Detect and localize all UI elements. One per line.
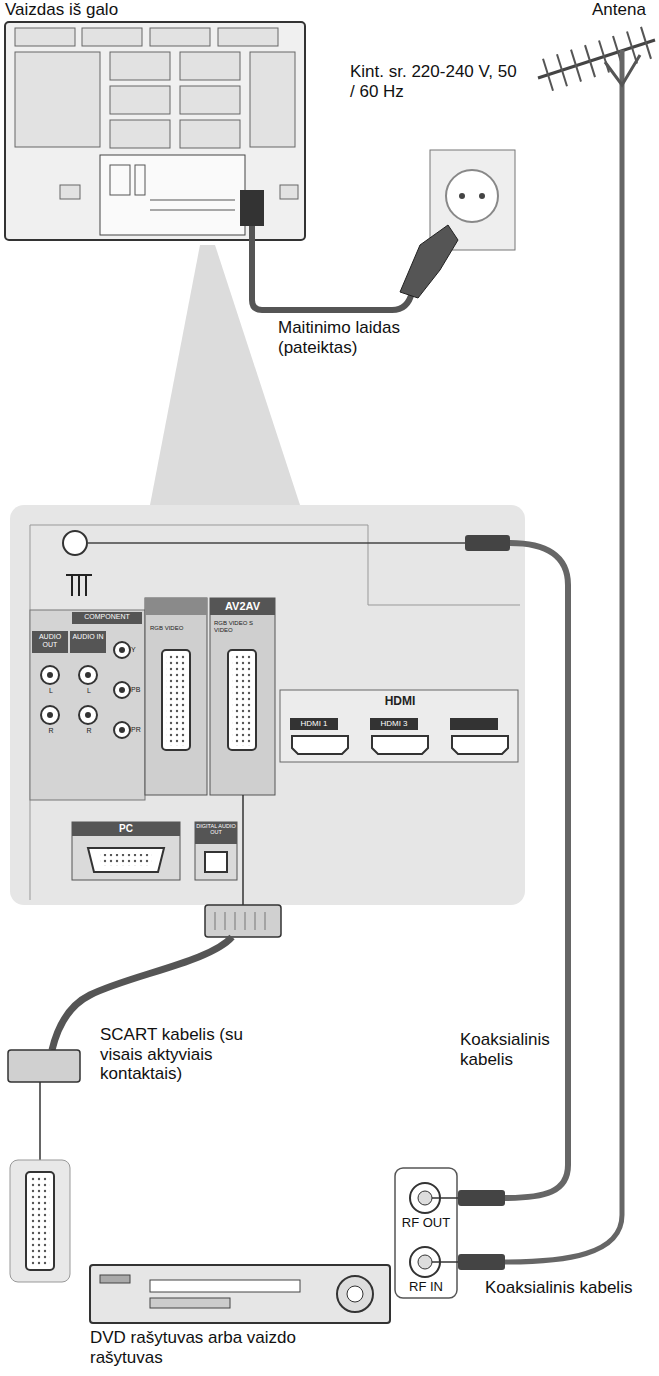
coax-plug (458, 1254, 505, 1270)
pin-label: PR (131, 726, 144, 734)
antenna-socket (63, 531, 87, 555)
scart-socket (162, 650, 190, 750)
scart-callout (10, 1160, 70, 1282)
power-inlet (240, 190, 264, 226)
scart-plug (205, 905, 281, 937)
pin-label: R (84, 727, 94, 735)
terminal-panel (10, 505, 525, 905)
tv-back (5, 22, 305, 240)
port-label: PC (72, 823, 180, 835)
cable-label: Koaksialinis kabelis (485, 1278, 657, 1298)
coax-plug (465, 535, 510, 551)
zoom-wedge (150, 245, 300, 505)
scart-plug (8, 1050, 80, 1082)
cord-label: Maitinimo laidas (pateiktas) (278, 318, 448, 357)
antenna-element (543, 59, 553, 91)
vga-socket (88, 848, 164, 872)
cable-label: SCART kabelis (su visais aktyviais konta… (100, 1025, 290, 1084)
view-title: Vaizdas iš galo (5, 0, 225, 20)
port-label: AUDIO IN (70, 633, 106, 641)
antenna-element (627, 31, 637, 63)
antenna-mast (620, 50, 625, 1215)
antenna-symbol (66, 575, 92, 596)
dvd-recorder (90, 1265, 390, 1323)
cable-label: Koaksialinis kabelis (460, 1030, 564, 1069)
pin-label: L (84, 687, 94, 695)
pin-label: PB (131, 686, 144, 694)
coax-plug (458, 1190, 505, 1206)
hdmi-block (280, 690, 518, 762)
port-label: AUDIO OUT (32, 633, 68, 649)
port-label: RGB VIDEO S VIDEO (214, 620, 264, 634)
port-label: COMPONENT (72, 613, 142, 621)
port-label: DIGITAL AUDIO OUT (196, 823, 236, 836)
scart-socket (228, 650, 256, 750)
optical-socket (205, 852, 227, 872)
port-label: AV2AV (210, 600, 275, 613)
rf-terminal-box (395, 1168, 457, 1298)
port-label: HDMI 1 (290, 719, 338, 728)
pin-label: Y (131, 646, 144, 654)
antenna-element (571, 50, 581, 82)
antenna-element (641, 27, 651, 59)
pin-label: L (46, 687, 56, 695)
antenna-element (557, 54, 567, 86)
port-label: HDMI 3 (370, 719, 418, 728)
port-label: RF OUT (396, 1216, 456, 1231)
antenna-label: Antena (592, 0, 656, 20)
terminal-area (100, 155, 245, 235)
power-plug (400, 225, 458, 298)
hdmi-logo: HDMI (365, 695, 435, 709)
port-label: RF IN (396, 1280, 456, 1295)
coax-cable (505, 1215, 622, 1262)
pin-label: R (46, 727, 56, 735)
coax-cable (505, 543, 568, 1198)
antenna-element (585, 45, 595, 77)
device-label: DVD rašytuvas arba vaizdo rašytuvas (90, 1328, 310, 1367)
power-cord (252, 226, 412, 310)
port-label: RGB VIDEO (150, 625, 195, 632)
mains-label: Kint. sr. 220-240 V, 50 / 60 Hz (350, 62, 525, 101)
